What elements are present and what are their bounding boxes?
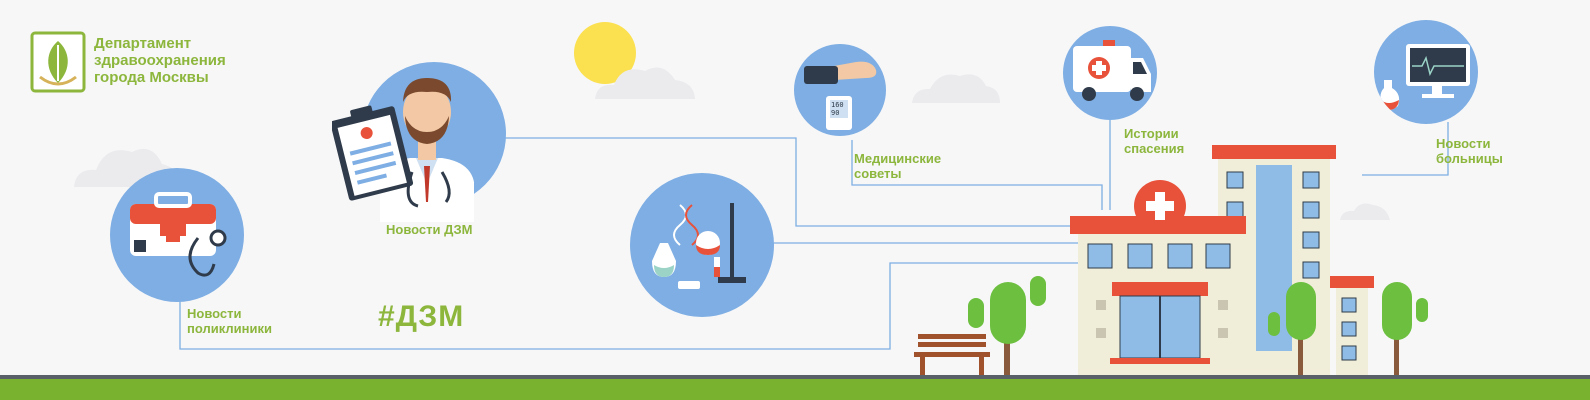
lab-circle[interactable] bbox=[630, 173, 774, 317]
sun-icon bbox=[574, 22, 636, 84]
tree-icon bbox=[968, 276, 1046, 376]
dzm-news-label[interactable]: Новости ДЗМ bbox=[386, 222, 473, 237]
hospital-news-circle[interactable] bbox=[1374, 20, 1478, 124]
ambulance-icon bbox=[1073, 40, 1151, 101]
logo-line-3: города Москвы bbox=[94, 69, 209, 86]
label-line-1: Истории bbox=[1124, 126, 1179, 141]
heart-monitor-icon bbox=[1380, 44, 1470, 110]
tree-icon bbox=[1382, 282, 1428, 376]
label-line-2: спасения bbox=[1124, 141, 1185, 156]
polyclinic-news-label[interactable]: Новости поликлиники bbox=[187, 306, 272, 336]
label-line-1: Новости bbox=[187, 306, 242, 321]
tonometer-sys: 160 bbox=[831, 101, 844, 109]
medical-advice-label[interactable]: Медицинские советы bbox=[854, 151, 941, 181]
polyclinic-news-circle[interactable] bbox=[110, 168, 244, 302]
label-line-2: больницы bbox=[1436, 151, 1503, 166]
medical-advice-circle[interactable]: 160 90 bbox=[794, 44, 886, 136]
label-line-1: Медицинские bbox=[854, 151, 942, 166]
bench-icon bbox=[914, 334, 990, 375]
tree-icon bbox=[1268, 282, 1316, 376]
ground-edge bbox=[0, 375, 1590, 380]
logo-line-1: Департамент bbox=[94, 35, 192, 52]
hospital-news-label[interactable]: Новости больницы bbox=[1436, 136, 1503, 166]
label-line-2: советы bbox=[854, 166, 902, 181]
ground bbox=[0, 379, 1590, 400]
cloud-icon bbox=[912, 74, 1000, 103]
hashtag: #ДЗМ bbox=[378, 300, 465, 333]
label-line-1: Новости bbox=[1436, 136, 1491, 151]
rescue-stories-circle[interactable] bbox=[1063, 26, 1157, 120]
tonometer-dia: 90 bbox=[831, 109, 840, 117]
rescue-stories-label[interactable]: Истории спасения bbox=[1124, 126, 1184, 156]
label-line-2: поликлиники bbox=[187, 321, 272, 336]
cloud-icon bbox=[1340, 203, 1390, 220]
logo-line-2: здравоохранения bbox=[94, 52, 226, 69]
logo-text: Департамент здравоохранения города Москв… bbox=[94, 35, 226, 86]
cloud-icon bbox=[595, 67, 695, 99]
lab-equipment-icon bbox=[652, 203, 746, 289]
first-aid-kit-icon bbox=[130, 192, 227, 277]
doctor-icon bbox=[332, 78, 474, 222]
tonometer-icon bbox=[804, 61, 877, 130]
dzm-logo-icon bbox=[30, 31, 86, 93]
